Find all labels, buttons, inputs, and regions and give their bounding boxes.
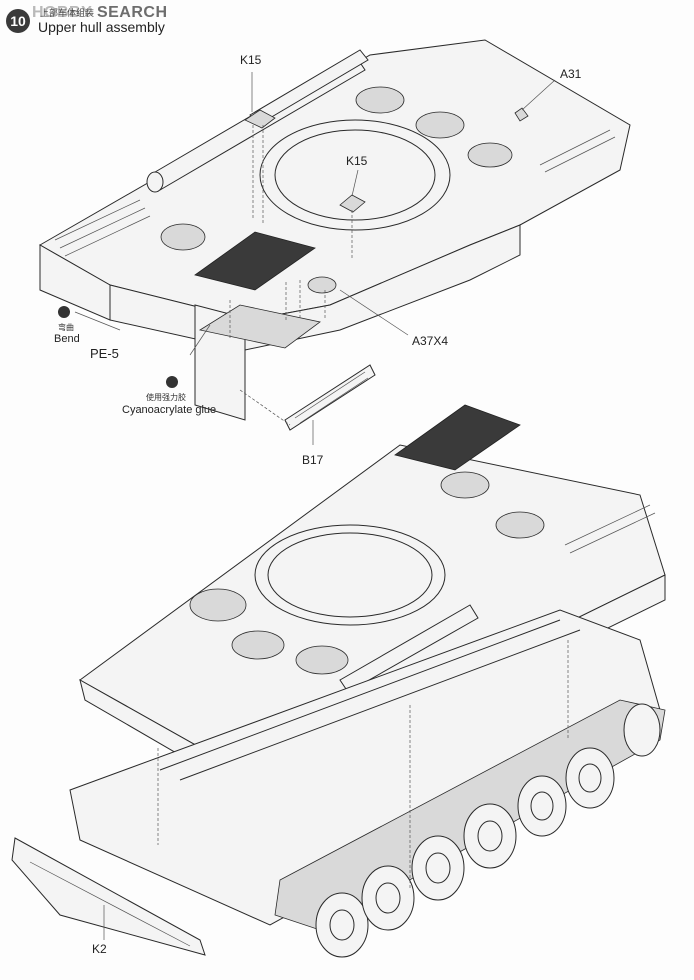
- callout-a31: A31: [560, 67, 582, 81]
- step-number-badge: 10: [6, 9, 30, 33]
- watermark: HOBBY SEARCH: [6, 4, 168, 22]
- bend-note-chinese: 弯曲: [58, 323, 74, 332]
- bend-note: Bend: [54, 333, 80, 345]
- glue-note: Cyanoacrylate glue: [122, 404, 217, 416]
- upper-hull-exploded: [38, 39, 631, 445]
- watermark-search: SEARCH: [96, 4, 168, 21]
- callout-a37x4: A37X4: [412, 334, 449, 348]
- glue-icon: [166, 376, 178, 388]
- callout-k15-top: K15: [240, 53, 262, 67]
- glue-note-chinese: 使用强力胶: [146, 393, 186, 402]
- callout-k2: K2: [92, 942, 107, 956]
- step-title: Upper hull assembly: [38, 19, 165, 35]
- dozer-blade: [11, 837, 206, 956]
- callout-k15-mid: K15: [346, 154, 368, 168]
- watermark-brand: HOBBY: [32, 4, 92, 21]
- lower-hull: [11, 609, 666, 958]
- callout-b17: B17: [302, 453, 324, 467]
- engine-grille-mesh: [194, 231, 316, 291]
- step-title-chinese: 上部车体组装: [40, 9, 95, 19]
- callout-pe5: PE-5: [90, 346, 119, 361]
- bend-icon: [58, 306, 70, 318]
